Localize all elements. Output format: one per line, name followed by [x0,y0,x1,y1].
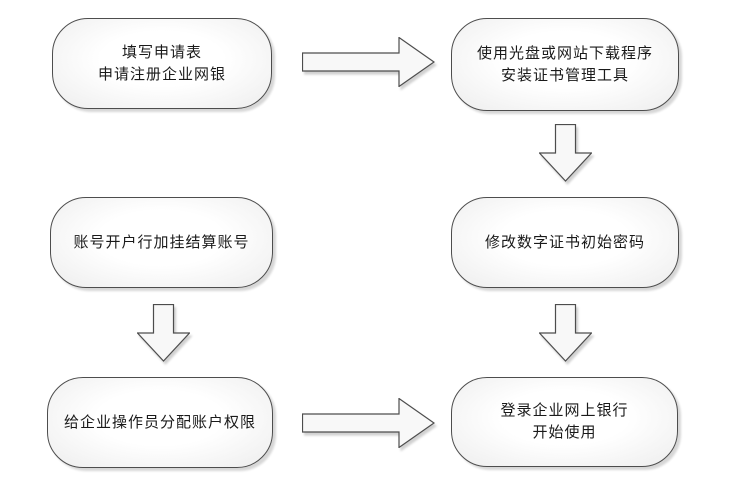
node-label-line: 开始使用 [532,425,597,441]
node-label-line: 账号开户行加挂结算账号 [73,234,250,251]
arrow-right-icon [302,37,435,87]
flow-node-change-cert-initial-password: 修改数字证书初始密码 [451,197,679,288]
node-label-line: 申请注册企业网银 [97,66,226,83]
arrow-down-icon [539,304,592,362]
arrow-right-icon [302,398,435,448]
arrow-down-icon [137,304,190,362]
node-label-line: 使用光盘或网站下载程序 [476,45,653,62]
flow-node-assign-operator-permissions: 给企业操作员分配账户权限 [47,377,273,468]
flow-node-download-install-cert-tool: 使用光盘或网站下载程序 安装证书管理工具 [451,18,679,111]
node-label-line: 登录企业网上银行 [500,403,629,419]
node-label-line: 给企业操作员分配账户权限 [63,414,256,431]
node-label-line: 填写申请表 [121,44,202,61]
arrow-down-icon [539,124,592,182]
node-label-line: 安装证书管理工具 [500,67,629,84]
node-label-line: 修改数字证书初始密码 [484,234,645,251]
flow-node-fill-application-form: 填写申请表 申请注册企业网银 [52,18,272,109]
flow-node-login-start-using: 登录企业网上银行 开始使用 [451,377,678,467]
flow-node-link-settlement-account: 账号开户行加挂结算账号 [50,197,273,288]
